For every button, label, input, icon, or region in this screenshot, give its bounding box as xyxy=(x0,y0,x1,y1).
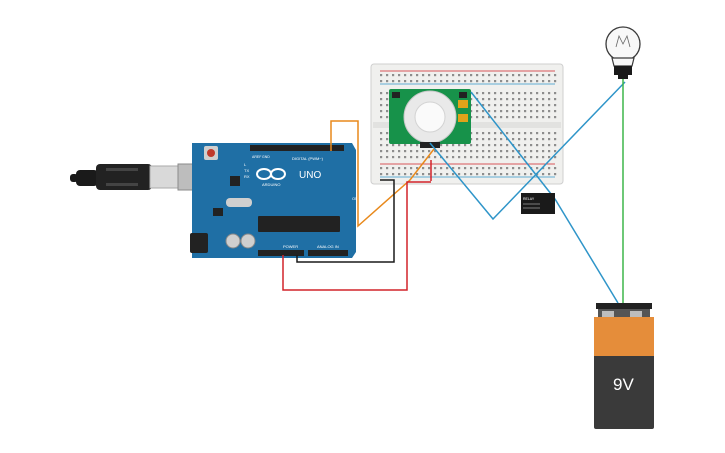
battery-label: 9V xyxy=(613,375,634,394)
usb-chip xyxy=(230,176,240,186)
capacitor xyxy=(225,233,241,249)
analog-label: ANALOG IN xyxy=(317,244,339,249)
blue-wire-bulb-loop xyxy=(429,81,626,221)
wires xyxy=(282,78,626,304)
tx-label: TX xyxy=(244,168,249,173)
power-jack xyxy=(190,233,208,253)
l-label: L xyxy=(244,162,247,167)
digital-label: DIGITAL (PWM~) xyxy=(292,156,324,161)
gnd-label: GND xyxy=(262,155,270,159)
power-label: POWER xyxy=(283,244,298,249)
power-header xyxy=(258,250,304,256)
capacitor xyxy=(240,233,256,249)
battery-9v[interactable]: 9V xyxy=(594,303,654,429)
arduino-logo xyxy=(256,168,286,180)
atmega-chip xyxy=(258,216,340,232)
analog-header xyxy=(308,250,348,256)
aref-label: AREF xyxy=(252,155,261,159)
crystal xyxy=(226,198,252,207)
on-label: ON xyxy=(352,196,358,201)
rx-label: RX xyxy=(244,174,250,179)
red-power-wire xyxy=(282,181,431,291)
orange-signal-wire xyxy=(330,120,435,228)
relay-label: RELAY xyxy=(523,197,535,201)
light-bulb[interactable] xyxy=(605,26,641,79)
blue-wire-relay-to-battery xyxy=(554,198,619,304)
arduino-brand-label: ARDUINO xyxy=(262,182,280,187)
relay[interactable]: RELAY xyxy=(521,193,555,214)
uno-label: UNO xyxy=(299,170,321,181)
pir-sensor[interactable] xyxy=(389,89,471,148)
blue-wire-relay-signal xyxy=(470,91,556,200)
digital-header xyxy=(250,145,344,151)
arduino-uno-board[interactable]: UNO ARDUINO DIGITAL (PWM~) POWER ANALOG … xyxy=(190,143,358,258)
black-ground-wire xyxy=(296,179,395,263)
